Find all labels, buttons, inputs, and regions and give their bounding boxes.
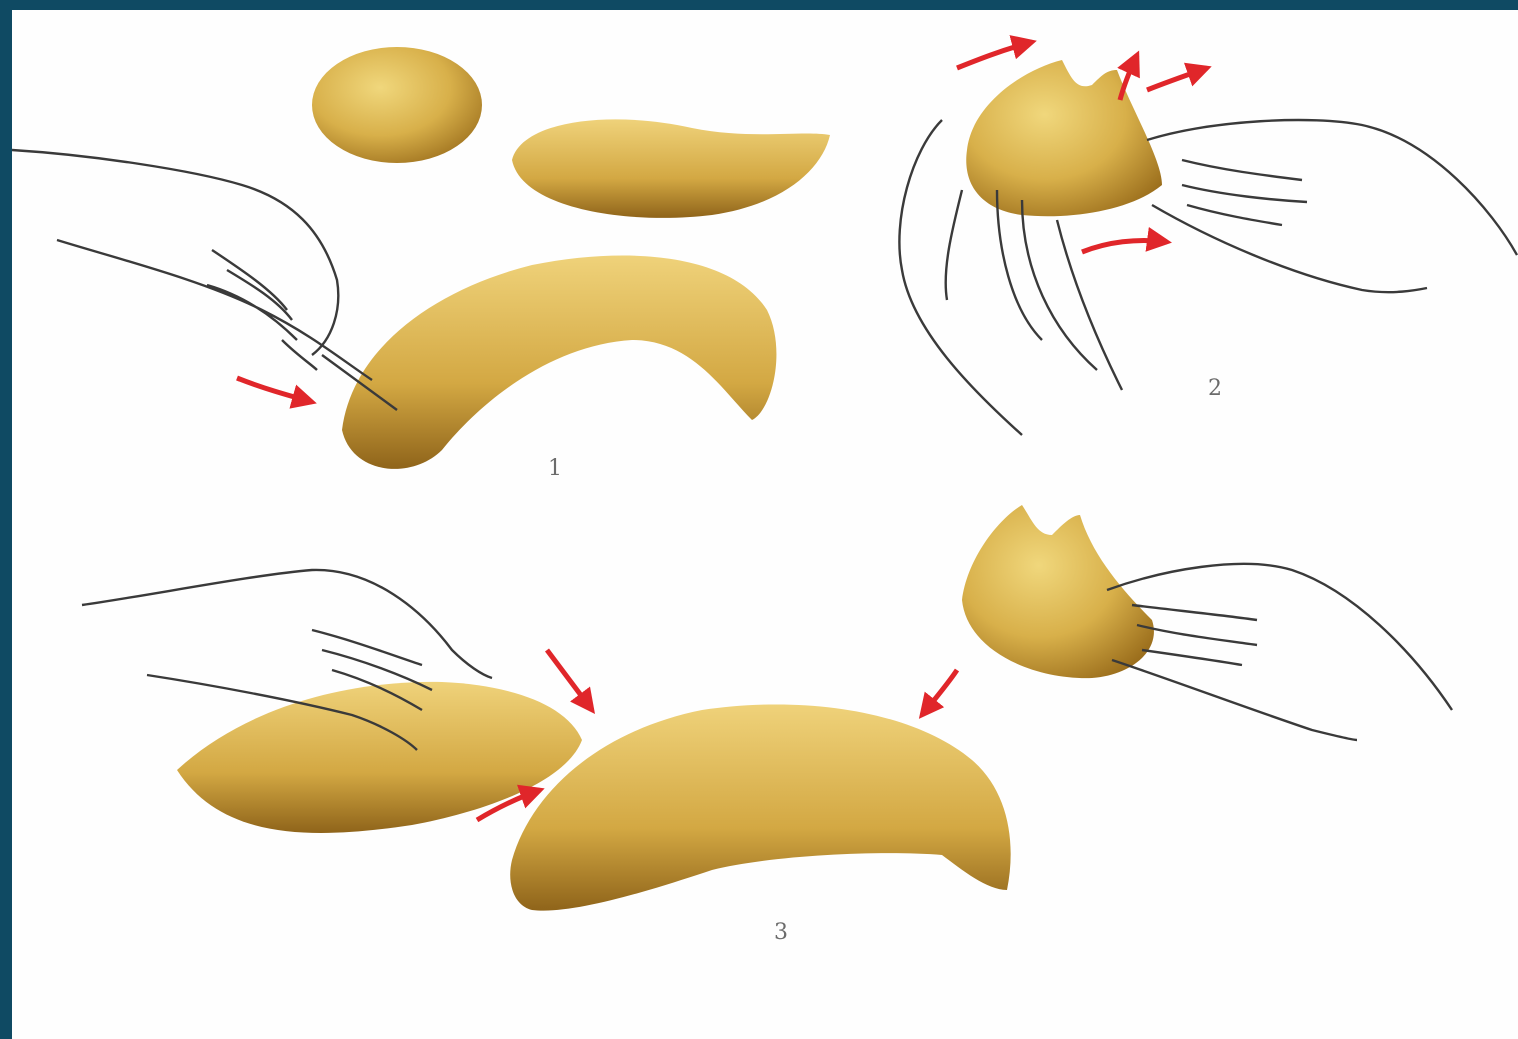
clay-roll xyxy=(512,119,830,218)
clay-head-piece xyxy=(962,505,1154,678)
arrow-step-2-top-left xyxy=(957,42,1032,68)
hand-with-tool-outline xyxy=(12,150,397,410)
arrow-step-2-top-mid xyxy=(1120,55,1137,100)
clay-main-body xyxy=(510,704,1010,910)
clay-left-piece xyxy=(177,682,582,833)
step-label-3: 3 xyxy=(774,922,788,944)
clay-ball xyxy=(312,47,482,163)
arrow-step-2-top-right xyxy=(1147,68,1207,90)
step-label-2: 2 xyxy=(1208,378,1222,400)
step-3-group xyxy=(82,505,1452,911)
clay-curved-body xyxy=(342,255,776,468)
arrow-step-1 xyxy=(237,378,312,402)
arrow-step-3-right xyxy=(922,670,957,715)
step-label-1: 1 xyxy=(548,458,562,480)
illustration-canvas xyxy=(12,10,1518,1039)
illustration-paper: 1 2 3 xyxy=(12,10,1518,1039)
step-1-group xyxy=(12,47,830,469)
clay-shaped-head xyxy=(966,60,1162,216)
arrow-step-3-top xyxy=(547,650,592,710)
arrow-step-2-bottom xyxy=(1082,240,1167,252)
